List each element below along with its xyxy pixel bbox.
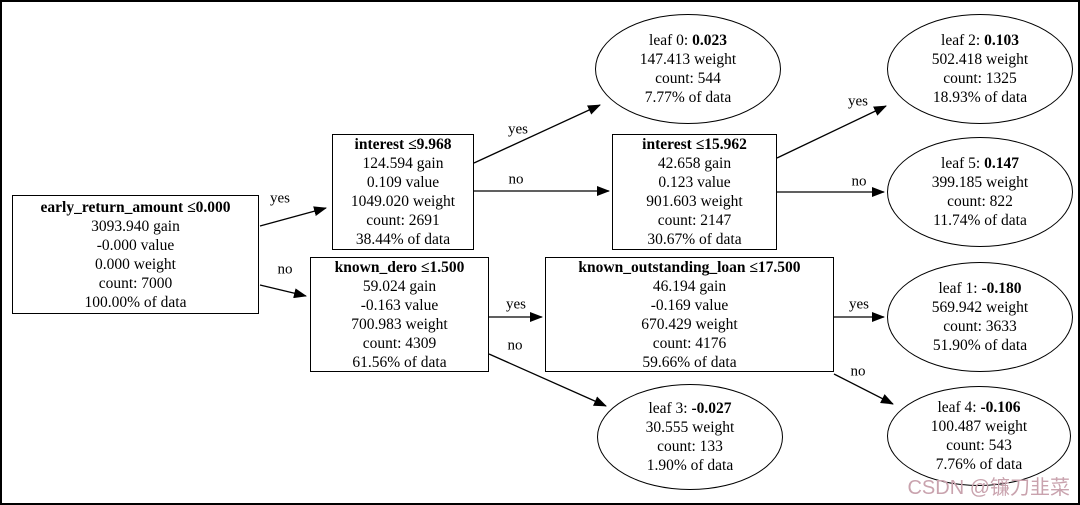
leaf-data-pct: 1.90% of data bbox=[646, 457, 734, 474]
edge-root-yes bbox=[259, 206, 327, 227]
leaf-label: leaf 3: bbox=[648, 400, 692, 417]
leaf-data-pct: 7.76% of data bbox=[935, 456, 1023, 473]
split-node-known-dero: known_dero ≤1.500 59.024 gain -0.163 val… bbox=[310, 257, 489, 372]
leaf-count: count: 822 bbox=[947, 193, 1013, 210]
leaf-node-5: leaf 5: 0.147 399.185 weight count: 822 … bbox=[887, 137, 1073, 247]
leaf-count: count: 1325 bbox=[943, 70, 1017, 87]
leaf-label: leaf 1: bbox=[938, 280, 982, 297]
gain-value: 42.658 gain bbox=[657, 155, 732, 172]
leaf-data-pct: 7.77% of data bbox=[644, 89, 732, 106]
leaf-value: 0.023 bbox=[692, 32, 727, 49]
leaf-value: -0.027 bbox=[691, 400, 732, 417]
split-node-interest-2: interest ≤15.962 42.658 gain 0.123 value… bbox=[612, 134, 777, 250]
gain-value: 3093.940 gain bbox=[91, 217, 180, 235]
leaf-weight: 100.487 weight bbox=[930, 418, 1028, 435]
edge-knowndero-no bbox=[488, 353, 607, 407]
edge-root-no bbox=[259, 284, 307, 299]
edge-interest2-yes bbox=[776, 105, 887, 159]
split-condition: interest ≤9.968 bbox=[354, 136, 452, 153]
leaf-value: -0.180 bbox=[981, 280, 1022, 297]
split-node-early-return-amount: early_return_amount ≤0.000 3093.940 gain… bbox=[12, 195, 259, 314]
edge-label-no: no bbox=[851, 173, 867, 190]
leaf-label: leaf 4: bbox=[937, 399, 981, 416]
node-data-pct: 100.00% of data bbox=[84, 293, 187, 311]
leaf-node-3: leaf 3: -0.027 30.555 weight count: 133 … bbox=[597, 384, 783, 490]
gain-value: 59.024 gain bbox=[362, 277, 437, 295]
leaf-node-2: leaf 2: 0.103 502.418 weight count: 1325… bbox=[887, 14, 1073, 124]
leaf-data-pct: 51.90% of data bbox=[932, 337, 1028, 354]
gain-value: 124.594 gain bbox=[362, 155, 444, 172]
leaf-weight: 399.185 weight bbox=[931, 174, 1029, 191]
node-count: count: 2147 bbox=[657, 212, 732, 229]
leaf-title: leaf 3: -0.027 bbox=[648, 399, 731, 418]
node-count: count: 4176 bbox=[652, 334, 727, 352]
leaf-weight: 569.942 weight bbox=[931, 299, 1029, 316]
split-node-interest-1: interest ≤9.968 124.594 gain 0.109 value… bbox=[332, 134, 474, 250]
edge-label-no: no bbox=[850, 363, 866, 380]
node-value: -0.169 value bbox=[650, 296, 729, 314]
leaf-label: leaf 5: bbox=[941, 155, 985, 172]
node-value: -0.000 value bbox=[96, 236, 175, 254]
node-count: count: 2691 bbox=[366, 212, 440, 229]
node-data-pct: 30.67% of data bbox=[647, 231, 742, 248]
leaf-title: leaf 0: 0.023 bbox=[649, 31, 727, 50]
node-weight: 670.429 weight bbox=[641, 315, 738, 333]
leaf-title: leaf 1: -0.180 bbox=[938, 279, 1021, 298]
leaf-value: -0.106 bbox=[980, 399, 1021, 416]
node-value: -0.163 value bbox=[360, 296, 439, 314]
node-count: count: 7000 bbox=[98, 274, 173, 292]
node-data-pct: 61.56% of data bbox=[352, 353, 447, 371]
leaf-value: 0.103 bbox=[984, 32, 1019, 49]
node-weight: 0.000 weight bbox=[95, 255, 176, 273]
leaf-title: leaf 2: 0.103 bbox=[941, 31, 1019, 50]
gain-value: 46.194 gain bbox=[652, 277, 727, 295]
split-condition: interest ≤15.962 bbox=[642, 136, 747, 153]
edge-interest1-yes bbox=[473, 104, 601, 164]
leaf-label: leaf 2: bbox=[941, 32, 985, 49]
node-weight: 700.983 weight bbox=[351, 315, 448, 333]
csdn-watermark: CSDN @镰刀韭菜 bbox=[907, 477, 1070, 499]
leaf-count: count: 543 bbox=[946, 437, 1012, 454]
edge-label-yes: yes bbox=[506, 296, 526, 313]
edge-label-no: no bbox=[507, 337, 523, 354]
leaf-node-4: leaf 4: -0.106 100.487 weight count: 543… bbox=[887, 386, 1071, 486]
leaf-label: leaf 0: bbox=[649, 32, 693, 49]
leaf-node-0: leaf 0: 0.023 147.413 weight count: 544 … bbox=[595, 14, 781, 124]
leaf-data-pct: 18.93% of data bbox=[932, 89, 1028, 106]
split-node-known-outstanding-loan: known_outstanding_loan ≤17.500 46.194 ga… bbox=[545, 257, 834, 372]
split-condition: early_return_amount ≤0.000 bbox=[40, 198, 231, 216]
edge-label-no: no bbox=[277, 261, 293, 278]
leaf-node-1: leaf 1: -0.180 569.942 weight count: 363… bbox=[887, 262, 1073, 372]
leaf-weight: 502.418 weight bbox=[931, 51, 1029, 68]
leaf-count: count: 133 bbox=[657, 438, 723, 455]
node-weight: 1049.020 weight bbox=[350, 193, 456, 210]
leaf-weight: 30.555 weight bbox=[645, 419, 735, 436]
node-data-pct: 38.44% of data bbox=[355, 231, 451, 248]
split-condition: known_dero ≤1.500 bbox=[334, 258, 465, 276]
edge-label-yes: yes bbox=[849, 296, 869, 313]
split-condition: known_outstanding_loan ≤17.500 bbox=[578, 258, 801, 276]
node-weight: 901.603 weight bbox=[646, 193, 743, 210]
edge-kol-no bbox=[833, 373, 894, 405]
leaf-count: count: 544 bbox=[655, 70, 721, 87]
leaf-value: 0.147 bbox=[984, 155, 1019, 172]
edge-label-yes: yes bbox=[270, 190, 290, 207]
leaf-weight: 147.413 weight bbox=[639, 51, 737, 68]
node-value: 0.109 value bbox=[366, 174, 440, 191]
edge-label-yes: yes bbox=[848, 93, 868, 110]
edge-label-yes: yes bbox=[508, 121, 528, 138]
leaf-data-pct: 11.74% of data bbox=[933, 212, 1027, 229]
leaf-title: leaf 5: 0.147 bbox=[941, 154, 1019, 173]
leaf-title: leaf 4: -0.106 bbox=[937, 398, 1020, 417]
node-data-pct: 59.66% of data bbox=[642, 353, 737, 371]
node-count: count: 4309 bbox=[362, 334, 437, 352]
node-value: 0.123 value bbox=[658, 174, 731, 191]
edge-label-no: no bbox=[508, 171, 524, 188]
leaf-count: count: 3633 bbox=[943, 318, 1017, 335]
